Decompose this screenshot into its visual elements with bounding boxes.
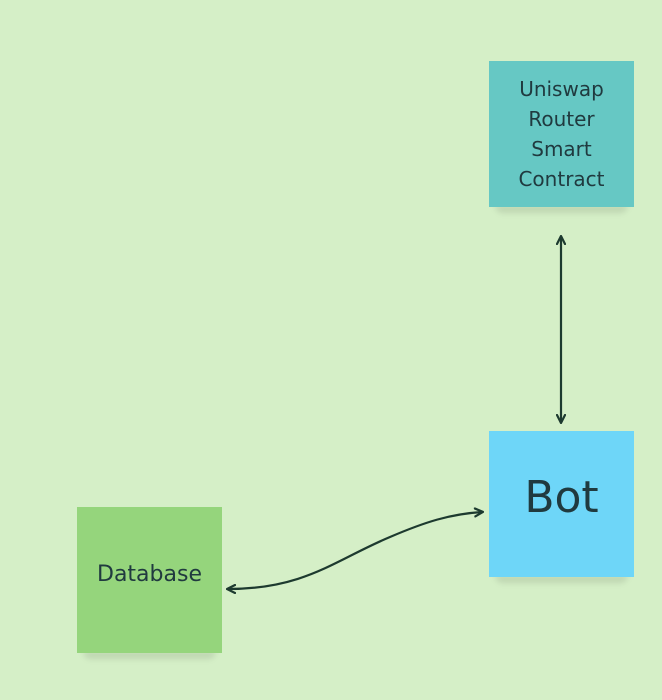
uniswap-router-label: Uniswap Router Smart Contract (518, 77, 605, 191)
bot-label: Bot (524, 471, 599, 523)
database-note[interactable]: Database (77, 507, 222, 653)
bot-note[interactable]: Bot (489, 431, 634, 577)
database-label: Database (97, 561, 202, 587)
database-bot-connector[interactable] (228, 512, 482, 589)
uniswap-router-note[interactable]: Uniswap Router Smart Contract (489, 61, 634, 207)
